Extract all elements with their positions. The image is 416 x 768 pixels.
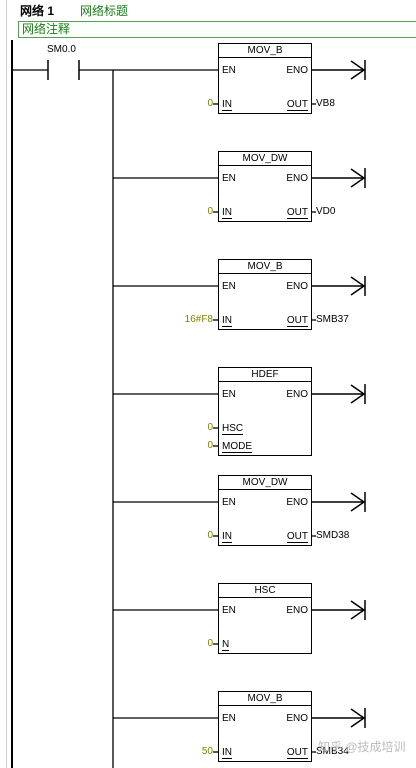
- eno-pin: ENO: [286, 497, 308, 508]
- input-pin-hsc: HSC: [222, 423, 244, 435]
- watermark: 知乎 @技成培训: [318, 740, 406, 754]
- eno-arrow-3: [311, 384, 366, 404]
- eno-arrow-4: [311, 492, 366, 512]
- eno-arrow-0: [311, 60, 366, 80]
- block-title-divider: [219, 381, 311, 382]
- eno-pin: ENO: [286, 605, 308, 616]
- function-block-5[interactable]: HSC EN ENO N: [218, 583, 312, 654]
- editor-frame-line: [6, 0, 7, 768]
- input-pin-n: N: [222, 639, 230, 651]
- block-name: HSC: [254, 585, 276, 596]
- eno-arrow-1: [311, 168, 366, 188]
- network-comment[interactable]: 网络注释: [22, 22, 71, 36]
- block-name: HDEF: [251, 369, 279, 380]
- input-operand[interactable]: 0: [207, 422, 213, 433]
- block-title-divider: [219, 165, 311, 166]
- input-pin-in: IN: [222, 531, 232, 543]
- en-pin: EN: [222, 65, 236, 76]
- input-operand[interactable]: 0: [207, 98, 213, 109]
- function-block-3[interactable]: HDEF EN ENO HSC MODE: [218, 367, 312, 456]
- out-pin: OUT: [286, 747, 308, 759]
- eno-arrow-6: [311, 708, 366, 728]
- network-comment-box[interactable]: 网络注释: [18, 21, 416, 38]
- block-name: MOV_B: [247, 693, 283, 704]
- en-pin: EN: [222, 389, 236, 400]
- block-name: MOV_DW: [242, 477, 288, 488]
- function-block-0[interactable]: MOV_B EN ENO IN OUT: [218, 43, 312, 114]
- input-operand[interactable]: 0: [207, 530, 213, 541]
- block-name: MOV_B: [247, 45, 283, 56]
- left-power-rail: [11, 40, 13, 768]
- output-operand[interactable]: SMB34: [316, 746, 349, 757]
- function-block-1[interactable]: MOV_DW EN ENO IN OUT: [218, 151, 312, 222]
- input-pin-in: IN: [222, 747, 232, 759]
- eno-pin: ENO: [286, 173, 308, 184]
- network-title[interactable]: 网络标题: [80, 4, 129, 18]
- block-title-divider: [219, 705, 311, 706]
- input-operand[interactable]: 16#F8: [184, 314, 213, 325]
- block-title-divider: [219, 489, 311, 490]
- out-pin: OUT: [286, 315, 308, 327]
- block-title-divider: [219, 597, 311, 598]
- block-title-divider: [219, 57, 311, 58]
- out-pin: OUT: [286, 531, 308, 543]
- eno-pin: ENO: [286, 65, 308, 76]
- eno-arrow-2: [311, 276, 366, 296]
- input-pin-in: IN: [222, 207, 232, 219]
- network-number[interactable]: 网络 1: [20, 4, 55, 18]
- input-operand[interactable]: 0: [207, 638, 213, 649]
- eno-pin: ENO: [286, 281, 308, 292]
- en-pin: EN: [222, 605, 236, 616]
- en-pin: EN: [222, 713, 236, 724]
- out-pin: OUT: [286, 207, 308, 219]
- function-block-6[interactable]: MOV_B EN ENO IN OUT: [218, 691, 312, 762]
- eno-arrow-5: [311, 600, 366, 620]
- eno-pin: ENO: [286, 713, 308, 724]
- input-pin-mode: MODE: [222, 441, 252, 453]
- input-pin-in: IN: [222, 315, 232, 327]
- block-name: MOV_B: [247, 261, 283, 272]
- en-pin: EN: [222, 497, 236, 508]
- input-operand[interactable]: 0: [207, 440, 213, 451]
- input-operand[interactable]: 50: [201, 746, 213, 757]
- function-block-2[interactable]: MOV_B EN ENO IN OUT: [218, 259, 312, 330]
- block-title-divider: [219, 273, 311, 274]
- input-pin-in: IN: [222, 99, 232, 111]
- output-operand[interactable]: SMD38: [316, 530, 350, 541]
- output-operand[interactable]: SMB37: [316, 314, 349, 325]
- output-operand[interactable]: VD0: [316, 206, 336, 217]
- en-pin: EN: [222, 173, 236, 184]
- eno-pin: ENO: [286, 389, 308, 400]
- en-pin: EN: [222, 281, 236, 292]
- output-operand[interactable]: VB8: [316, 98, 335, 109]
- network-header: 网络 1 网络标题 网络注释: [0, 0, 416, 42]
- contact-operand[interactable]: SM0.0: [47, 44, 76, 55]
- input-operand[interactable]: 0: [207, 206, 213, 217]
- function-block-4[interactable]: MOV_DW EN ENO IN OUT: [218, 475, 312, 546]
- out-pin: OUT: [286, 99, 308, 111]
- block-name: MOV_DW: [242, 153, 288, 164]
